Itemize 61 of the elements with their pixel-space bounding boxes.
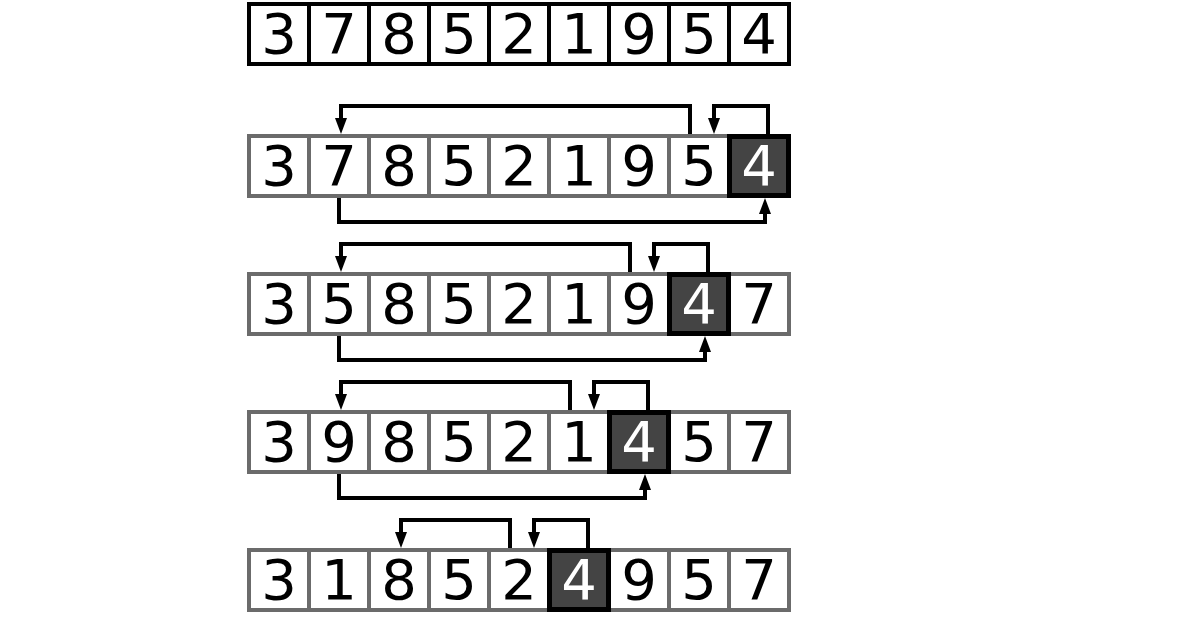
- arrow: [335, 104, 692, 134]
- array-cell: 5: [431, 138, 487, 194]
- array-cell: 2: [491, 138, 547, 194]
- array-cell: 4: [731, 6, 787, 62]
- highlighted-cell: 4: [727, 134, 791, 198]
- array-cell: 5: [671, 138, 727, 194]
- array-cell: 7: [311, 138, 367, 194]
- arrow: [337, 336, 711, 362]
- highlighted-cell: 4: [667, 272, 731, 336]
- array-cell: 3: [251, 552, 307, 608]
- arrow: [335, 380, 572, 410]
- arrow: [648, 242, 710, 272]
- array-cell: 9: [611, 552, 667, 608]
- array-cell: 5: [671, 414, 727, 470]
- array-cell: 9: [611, 138, 667, 194]
- array-cell: 2: [491, 276, 547, 332]
- array-cell: 9: [611, 6, 667, 62]
- array-cell: 5: [431, 414, 487, 470]
- array-cell: 1: [311, 552, 367, 608]
- array-cell: 7: [731, 552, 787, 608]
- array-frame: [247, 410, 791, 474]
- array-cell: 3: [251, 138, 307, 194]
- arrow: [528, 518, 590, 548]
- highlighted-cell: 4: [547, 548, 611, 612]
- array-cell: 7: [311, 6, 367, 62]
- array-frame: [247, 134, 791, 198]
- array-cell: 7: [731, 414, 787, 470]
- array-cell: 8: [371, 138, 427, 194]
- array-cell: 8: [371, 552, 427, 608]
- array-cell: 8: [371, 276, 427, 332]
- highlighted-cell: 4: [607, 410, 671, 474]
- array-cell: 1: [551, 276, 607, 332]
- array-cell: 2: [491, 552, 547, 608]
- arrow: [588, 380, 650, 410]
- arrow: [708, 104, 770, 134]
- array-cell: 5: [671, 6, 727, 62]
- array-cell: 2: [491, 6, 547, 62]
- array-cell: 8: [371, 414, 427, 470]
- arrow: [335, 242, 632, 272]
- array-cell: 1: [551, 414, 607, 470]
- arrow: [395, 518, 512, 548]
- arrow: [337, 474, 651, 500]
- array-frame: [247, 272, 791, 336]
- array-cell: 3: [251, 414, 307, 470]
- array-cell: 8: [371, 6, 427, 62]
- array-cell: 5: [671, 552, 727, 608]
- array-cell: 9: [311, 414, 367, 470]
- array-cell: 2: [491, 414, 547, 470]
- array-frame: [247, 2, 791, 66]
- array-cell: 5: [431, 6, 487, 62]
- array-cell: 1: [551, 138, 607, 194]
- array-cell: 9: [611, 276, 667, 332]
- array-cell: 7: [731, 276, 787, 332]
- array-cell: 3: [251, 6, 307, 62]
- array-frame: [247, 548, 791, 612]
- arrow: [337, 198, 771, 224]
- array-cell: 1: [551, 6, 607, 62]
- array-cell: 5: [431, 552, 487, 608]
- array-cell: 5: [431, 276, 487, 332]
- array-cell: 5: [311, 276, 367, 332]
- array-cell: 3: [251, 276, 307, 332]
